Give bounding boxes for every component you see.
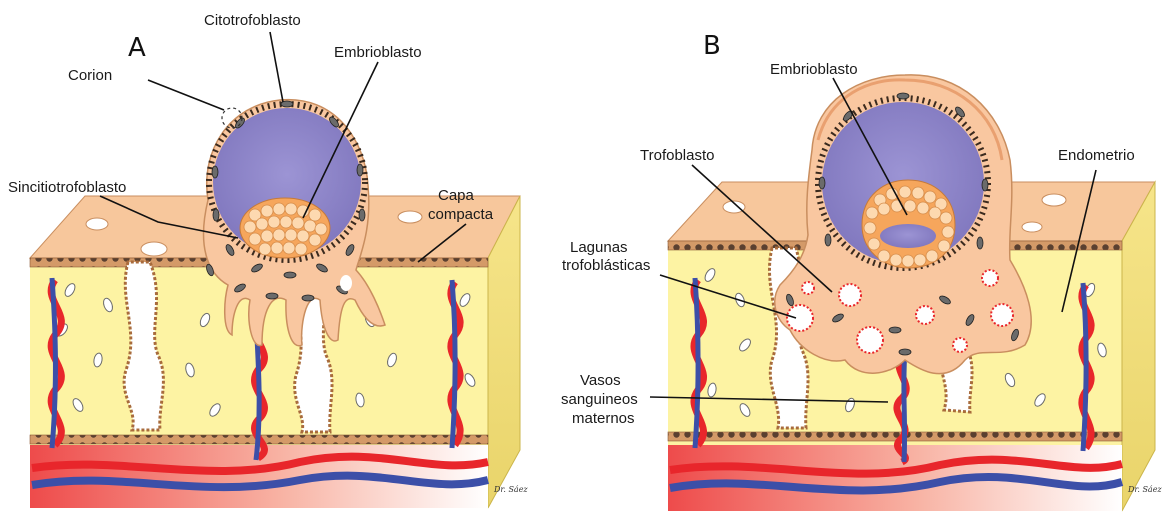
amniotic-cavity-b: [880, 224, 936, 248]
gland-opening: [86, 218, 108, 230]
label-vasos: Vasos: [580, 372, 621, 389]
panel-b-letter: B: [703, 31, 721, 61]
label-sanguineos: sanguineos: [561, 391, 638, 408]
panel-a-letter: A: [128, 33, 146, 63]
label-embrioblasto-a: Embrioblasto: [334, 44, 422, 61]
signature-b: Dr. Sáez: [1127, 485, 1162, 494]
leader-corion: [148, 80, 224, 110]
leader-citotrofoblasto: [270, 32, 283, 102]
label-corion: Corion: [68, 67, 112, 84]
panel-a: A Citotrofoblasto Corion Embrioblasto Si…: [8, 12, 528, 508]
basal-epithelium-b: [668, 432, 1122, 441]
basal-layer-b: [668, 445, 1122, 511]
label-endometrio: Endometrio: [1058, 147, 1135, 164]
label-compacta: compacta: [428, 206, 494, 223]
label-capa: Capa: [438, 187, 475, 204]
gland-opening: [1022, 222, 1042, 232]
label-trofoblasticas: trofoblásticas: [562, 257, 650, 274]
label-lagunas: Lagunas: [570, 239, 628, 256]
signature-a: Dr. Sáez: [493, 485, 528, 494]
gland-opening: [141, 242, 167, 256]
gland-opening: [1042, 194, 1066, 206]
label-sincitiotrofoblasto: Sincitiotrofoblasto: [8, 179, 126, 196]
lacuna-a: [340, 275, 352, 291]
panel-b: B Embrioblasto Trofoblasto Endometrio La…: [561, 31, 1162, 511]
label-embrioblasto-b: Embrioblasto: [770, 61, 858, 78]
endometrium-side-b: [1122, 182, 1155, 511]
label-citotrofoblasto: Citotrofoblasto: [204, 12, 301, 29]
label-trofoblasto: Trofoblasto: [640, 147, 714, 164]
gland-opening: [398, 211, 422, 223]
label-maternos: maternos: [572, 410, 635, 427]
